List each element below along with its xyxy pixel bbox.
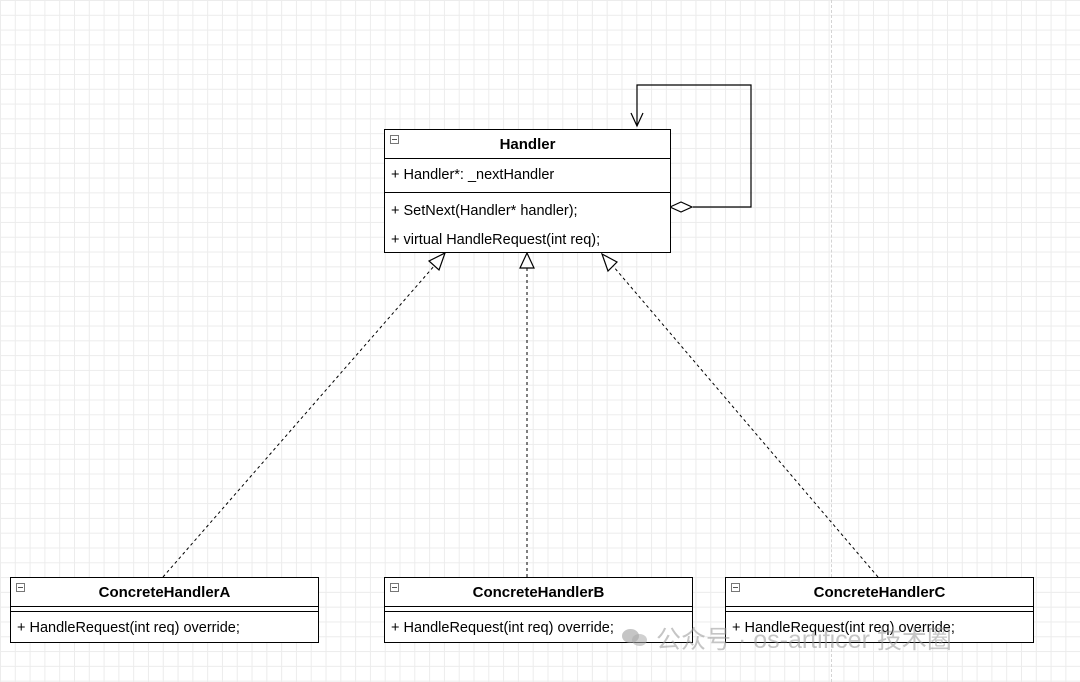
- method-handle-request[interactable]: + HandleRequest(int req) override;: [732, 620, 955, 636]
- class-name: ConcreteHandlerB: [472, 583, 605, 601]
- class-name: ConcreteHandlerC: [813, 583, 946, 601]
- methods-section: + HandleRequest(int req) override;: [385, 611, 692, 643]
- collapse-icon[interactable]: [16, 583, 25, 592]
- self-aggregation-line[interactable]: [636, 84, 752, 208]
- realization-line-a[interactable]: [162, 264, 436, 578]
- collapse-icon[interactable]: [390, 135, 399, 144]
- methods-section: + SetNext(Handler* handler); + virtual H…: [385, 192, 670, 255]
- realization-arrowhead-b: [519, 251, 535, 269]
- class-name: ConcreteHandlerA: [98, 583, 231, 601]
- attributes-section: + Handler*: _nextHandler: [385, 158, 670, 192]
- self-aggregation-arrowhead: [630, 112, 644, 128]
- class-handler[interactable]: Handler + Handler*: _nextHandler + SetNe…: [384, 129, 671, 253]
- methods-section: + HandleRequest(int req) override;: [11, 611, 318, 643]
- class-header: Handler: [385, 130, 670, 158]
- class-concrete-handler-c[interactable]: ConcreteHandlerC + HandleRequest(int req…: [725, 577, 1034, 643]
- realization-arrowhead-c: [600, 252, 618, 273]
- attributes-section-empty: [11, 606, 318, 611]
- class-concrete-handler-a[interactable]: ConcreteHandlerA + HandleRequest(int req…: [10, 577, 319, 643]
- class-header: ConcreteHandlerB: [385, 578, 692, 606]
- class-header: ConcreteHandlerC: [726, 578, 1033, 606]
- method-handle-request[interactable]: + HandleRequest(int req) override;: [17, 620, 240, 636]
- realization-arrowhead-a: [427, 251, 447, 272]
- method-set-next[interactable]: + SetNext(Handler* handler);: [391, 203, 578, 219]
- class-name: Handler: [499, 135, 556, 153]
- method-handle-request[interactable]: + HandleRequest(int req) override;: [391, 620, 614, 636]
- realization-line-c[interactable]: [612, 265, 879, 578]
- attribute-next-handler[interactable]: + Handler*: _nextHandler: [391, 167, 555, 183]
- class-concrete-handler-b[interactable]: ConcreteHandlerB + HandleRequest(int req…: [384, 577, 693, 643]
- method-handle-request[interactable]: + virtual HandleRequest(int req);: [391, 232, 601, 248]
- collapse-icon[interactable]: [390, 583, 399, 592]
- attributes-section-empty: [385, 606, 692, 611]
- page-divider: [831, 0, 832, 682]
- class-header: ConcreteHandlerA: [11, 578, 318, 606]
- collapse-icon[interactable]: [731, 583, 740, 592]
- methods-section: + HandleRequest(int req) override;: [726, 611, 1033, 643]
- attributes-section-empty: [726, 606, 1033, 611]
- aggregation-diamond: [668, 201, 694, 213]
